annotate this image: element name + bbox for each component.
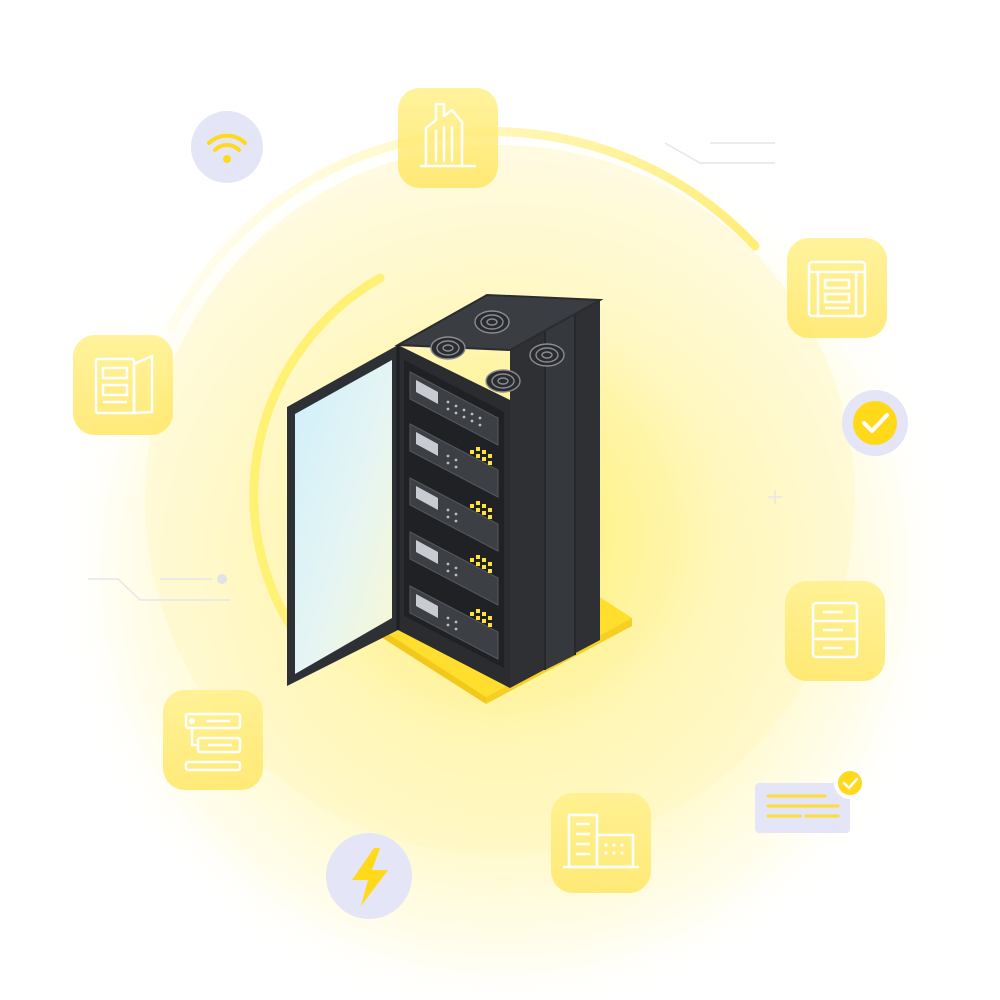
server-unit [409, 531, 499, 606]
server-unit [409, 585, 499, 660]
server-unit [409, 371, 499, 446]
wifi-icon [191, 111, 263, 183]
decor-lines [88, 142, 782, 601]
building-icon [398, 88, 498, 188]
rack-fans [430, 310, 565, 393]
lightning-icon [326, 833, 412, 919]
server-rack [287, 293, 604, 688]
server-panel-icon [787, 238, 887, 338]
server-units [409, 371, 499, 660]
decor-dot [217, 574, 227, 584]
rack-door [287, 345, 400, 686]
server-unit [409, 423, 499, 498]
flow-list-icon [163, 690, 263, 790]
server-unit [409, 477, 499, 552]
message-check-icon [755, 767, 866, 833]
cabinet-icon [73, 335, 173, 435]
office-building-icon [551, 793, 651, 893]
file-list-icon [785, 581, 885, 681]
check-icon [842, 390, 908, 456]
